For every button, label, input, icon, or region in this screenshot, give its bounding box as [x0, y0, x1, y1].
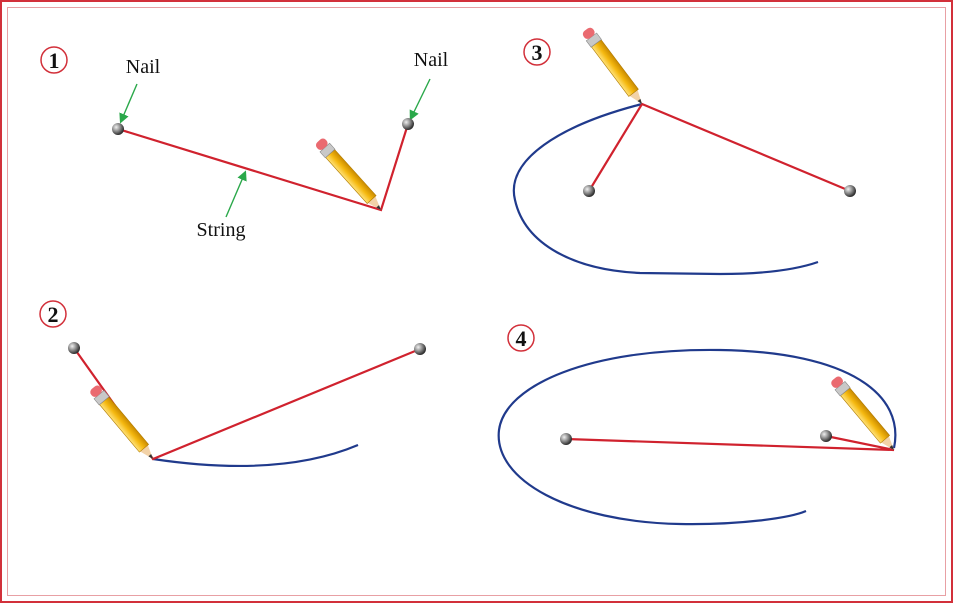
string-arrow — [225, 170, 247, 218]
panel-number-1: 1 — [40, 46, 68, 74]
curve-2 — [152, 443, 359, 467]
nail-4b — [820, 430, 832, 442]
string-4 — [565, 434, 895, 452]
pencil-3 — [580, 25, 648, 109]
panel-1: 1 Nail Nail String — [40, 46, 449, 241]
panel-number-4: 4 — [507, 324, 535, 352]
panel-number-3: 3 — [523, 38, 551, 66]
panel-number-2: 2 — [39, 300, 67, 328]
pencil-4 — [828, 374, 900, 455]
panel-number-3-text: 3 — [532, 40, 543, 65]
panel-number-1-text: 1 — [49, 48, 60, 73]
panel-4: 4 — [497, 324, 900, 526]
frame-inner-border — [7, 7, 946, 596]
nail-right-label: Nail — [414, 49, 449, 71]
nail-2b — [414, 343, 426, 355]
string-label: String — [197, 219, 246, 241]
nail-2a — [68, 342, 80, 354]
nail-4a — [560, 433, 572, 445]
nail-3a — [583, 185, 595, 197]
nail-left-arrow — [119, 83, 138, 124]
nail-1b — [402, 118, 414, 130]
string-2 — [73, 347, 421, 461]
nail-left-label: Nail — [126, 56, 161, 78]
curve-4 — [497, 348, 897, 526]
nail-3b — [844, 185, 856, 197]
pencil-1 — [313, 136, 387, 215]
curve-3 — [512, 102, 819, 276]
panel-number-2-text: 2 — [48, 302, 59, 327]
string-3 — [588, 102, 851, 193]
panel-2: 2 — [39, 300, 426, 467]
nail-1a — [112, 123, 124, 135]
panel-3: 3 — [512, 25, 856, 276]
nail-right-arrow — [409, 78, 431, 121]
panel-number-4-text: 4 — [516, 326, 527, 351]
pencil-2 — [87, 383, 159, 464]
